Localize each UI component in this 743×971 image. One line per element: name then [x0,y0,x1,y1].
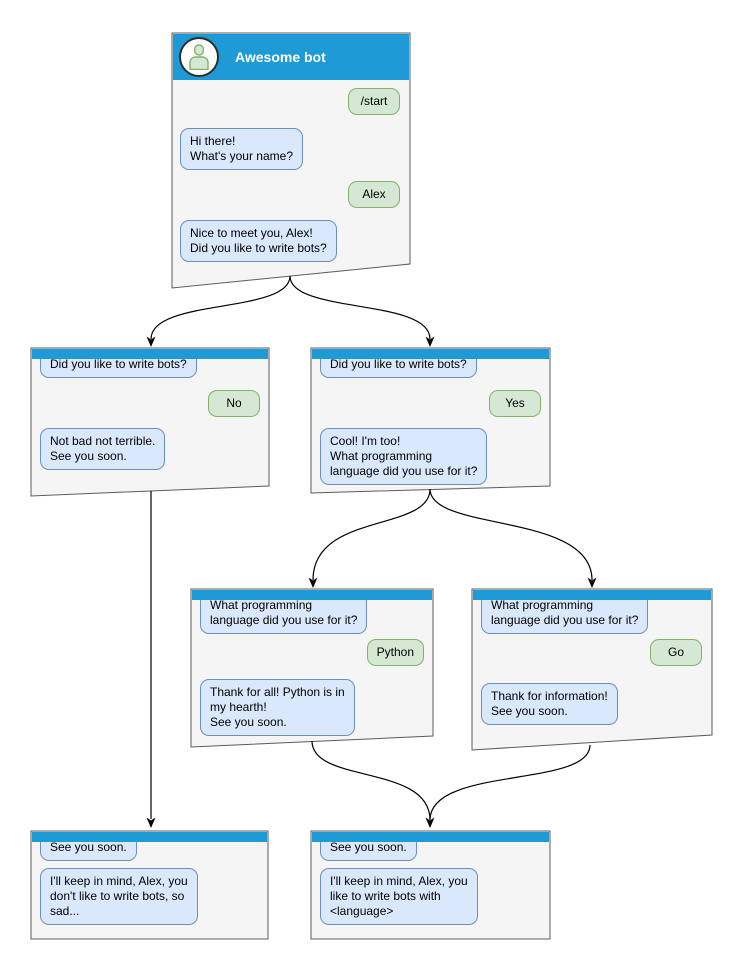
user-message-answer-python: Python [366,639,424,666]
arrowhead [308,577,318,588]
chat-header-bar [32,349,268,359]
chat-window-branch-no: Did you like to write bots? No Not bad n… [31,348,269,496]
connector-main-to-no [150,275,291,340]
chat-header-bar [312,832,549,842]
arrowhead [146,336,156,347]
bot-title: Awesome bot [235,49,326,65]
user-message-answer-yes: Yes [489,390,541,417]
user-message-answer-no: No [208,390,260,417]
chat-header-bar [312,349,549,359]
bot-message-greeting: Hi there! What's your name? [180,128,304,170]
chat-window-main: Awesome bot /start Hi there! What's your… [172,33,410,288]
arrowhead [146,817,156,828]
arrowhead [425,817,435,828]
person-icon [189,44,209,70]
bot-avatar [179,37,219,77]
chat-header-bar [192,590,432,600]
connector-python-to-end [311,740,431,821]
chat-window-end-no: See you soon. I'll keep in mind, Alex, y… [31,831,268,939]
chat-header-bar [32,832,267,842]
user-message-answer-go: Go [650,639,702,666]
connector-main-to-yes [289,275,431,340]
bot-message-reply: I'll keep in mind, Alex, you like to wri… [320,868,478,925]
bot-message-reply: Cool! I'm too! What programming language… [320,428,488,485]
bot-message-reply: Thank for information! See you soon. [481,683,618,725]
arrowhead [587,577,597,588]
bot-message-reply: I'll keep in mind, Alex, you don't like … [40,868,198,925]
user-message-name: Alex [348,181,400,208]
chat-window-branch-python: What programming language did you use fo… [191,589,433,747]
bot-message-reply: Thank for all! Python is in my hearth! S… [200,679,355,736]
bot-message-reply: Not bad not terrible. See you soon. [40,428,166,470]
arrowhead [425,336,435,347]
chat-header-bar [473,590,711,600]
chat-header-main: Awesome bot [173,34,409,80]
connector-go-to-end [429,744,591,821]
chat-window-branch-go: What programming language did you use fo… [472,589,712,750]
connector-yes-to-python [312,488,431,581]
bot-message-ask-bots: Nice to meet you, Alex! Did you like to … [180,220,337,262]
chat-window-end-yes: See you soon. I'll keep in mind, Alex, y… [311,831,550,939]
chat-window-branch-yes: Did you like to write bots? Yes Cool! I'… [311,348,550,493]
user-message-start: /start [348,88,400,115]
connector-yes-to-go [429,488,593,581]
